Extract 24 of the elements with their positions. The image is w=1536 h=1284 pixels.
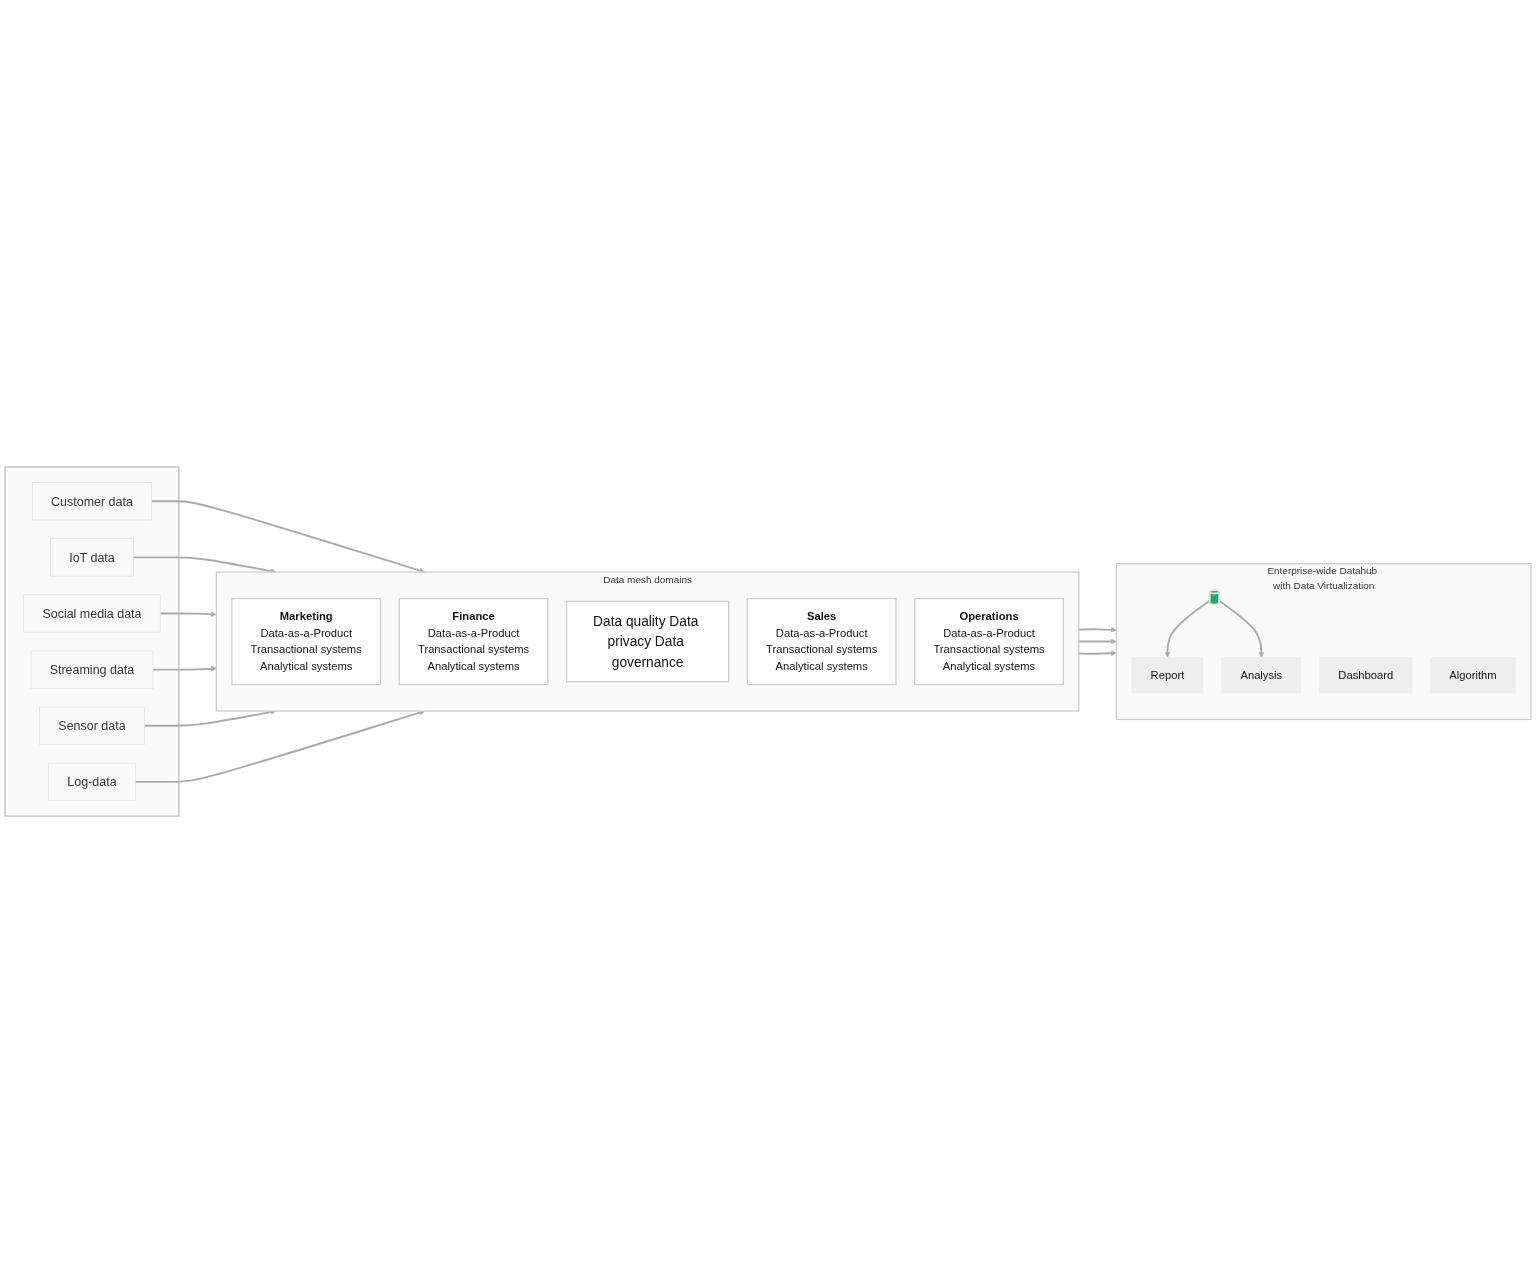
node-box: Data quality Data privacy Data governance	[565, 601, 730, 683]
node-box: Social media data	[23, 594, 161, 633]
node-box: Finance Data-as-a-Product Transactional systems Analytical systems	[398, 598, 549, 686]
node-box: Analysis	[1221, 657, 1302, 694]
arrow	[1218, 600, 1265, 659]
node-box: Operations Data-as-a-Product Transactional systems Analytical systems	[914, 598, 1064, 686]
arrow	[159, 612, 217, 618]
arrow	[1078, 650, 1117, 657]
arrow	[150, 500, 425, 574]
arrow	[1164, 600, 1211, 659]
cluster	[4, 466, 180, 818]
arrow	[1078, 639, 1117, 645]
node-box: Streaming data	[30, 651, 154, 690]
arrow	[152, 666, 217, 672]
node-box: Marketing Data-as-a-Product Transactional systems Analytical systems	[231, 598, 382, 686]
node-box: Log-data	[48, 763, 136, 802]
node-box: Report	[1131, 657, 1204, 694]
node-box: Customer data	[32, 482, 152, 521]
arrow	[1078, 627, 1117, 634]
node-cylinder	[1208, 589, 1220, 606]
node-box: Sales Data-as-a-Product Transactional systems Analytical systems	[746, 598, 897, 686]
node-box: Sensor data	[39, 707, 145, 746]
arrow	[134, 710, 425, 784]
node-box: IoT data	[50, 538, 134, 577]
